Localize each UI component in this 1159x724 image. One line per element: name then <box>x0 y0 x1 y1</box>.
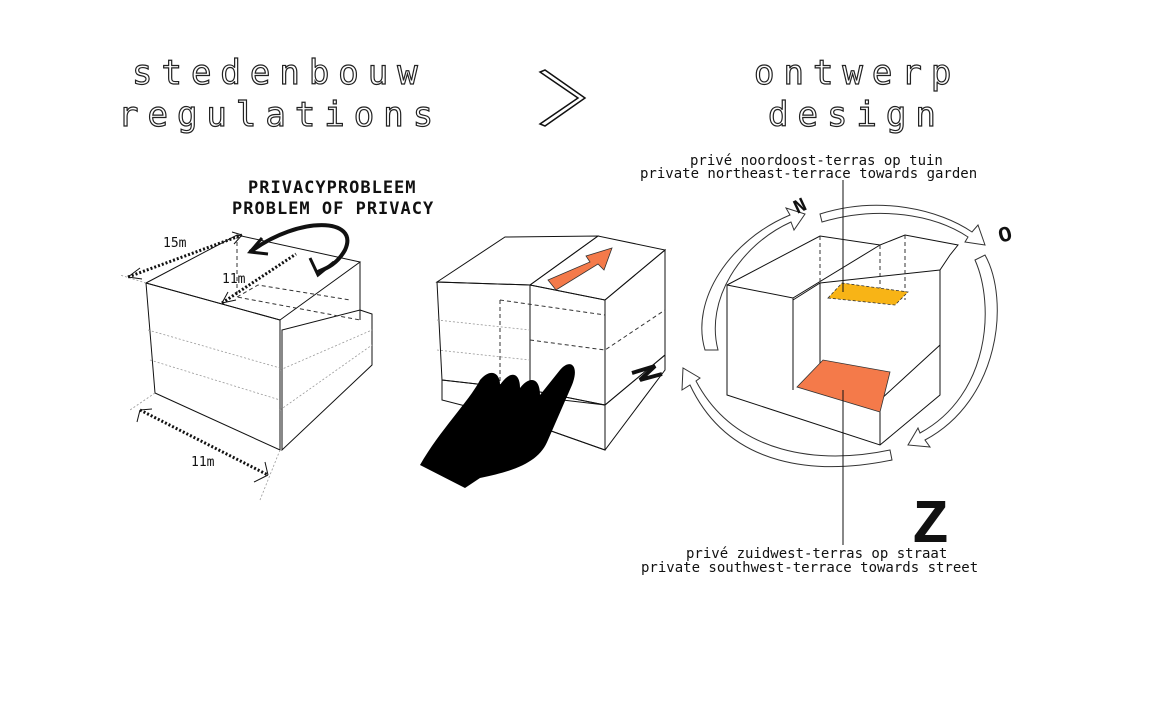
move-arrow-icon <box>547 247 613 291</box>
compass-o: O <box>996 222 1015 250</box>
header-left-line2: regulations <box>118 95 442 135</box>
northeast-terrace <box>827 282 909 306</box>
hand-pointer-icon <box>420 364 575 488</box>
header-right-line2: design <box>768 95 945 135</box>
southwest-terrace <box>796 359 891 413</box>
header-right-line1: ontwerp <box>754 53 960 93</box>
separator-arrow-icon <box>538 69 587 127</box>
top-label-en: private northeast-terrace towards garden <box>640 166 977 182</box>
moved-volume-side <box>604 248 666 407</box>
dim-label-depth: 15m <box>163 236 187 251</box>
dim-label-inner: 11m <box>222 272 246 287</box>
privacy-title-en: PROBLEM OF PRIVACY <box>232 199 434 219</box>
bottom-label-en: private southwest-terrace towards street <box>641 560 978 576</box>
west-letter-icon <box>631 364 663 382</box>
compass-z: Z <box>912 490 949 561</box>
compass-diagram: N O Z <box>681 180 1015 561</box>
privacy-title-nl: PRIVACYPROBLEEM <box>248 178 417 198</box>
dim-label-width: 11m <box>191 455 215 470</box>
design-block <box>420 235 667 488</box>
top-label-nl: privé noordoost-terras op tuin <box>690 153 943 169</box>
moved-volume-top <box>528 235 667 301</box>
regulation-block: 15m 11m 11m <box>119 223 373 501</box>
header-left-line1: stedenbouw <box>132 53 427 93</box>
bottom-label-nl: privé zuidwest-terras op straat <box>686 546 947 562</box>
